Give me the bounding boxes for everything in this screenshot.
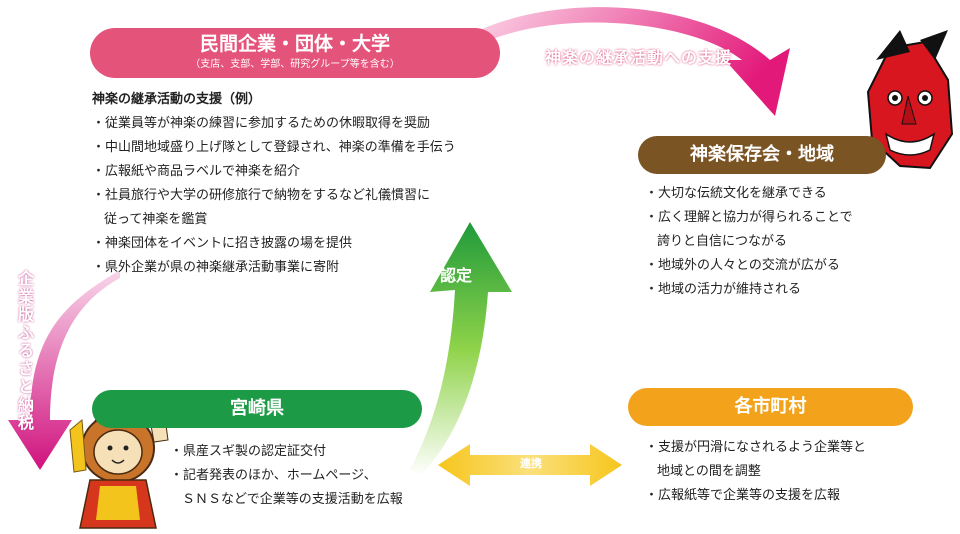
list-item: ・中山間地域盛り上げ隊として登録され、神楽の準備を手伝う [92, 140, 456, 155]
prefecture-list: ・県産スギ製の認定証交付 ・記者発表のほか、ホームページ、 ＳＮＳなどで企業等の… [170, 440, 403, 512]
tax-arrow-label: 企業版ふるさと納税 [18, 269, 35, 432]
list-item: 従って神楽を鑑賞 [104, 212, 208, 227]
support-arrow-label: 神楽の継承活動への支援 [545, 48, 733, 67]
list-item: ・支援が円滑になされるよう企業等と [645, 440, 867, 455]
org-subtitle: （支店、支部、学部、研究グループ等を含む） [190, 59, 400, 70]
org-list-title: 神楽の継承活動の支援（例） [92, 92, 262, 107]
org-title: 民間企業・団体・大学 [199, 33, 390, 55]
list-item: ・県産スギ製の認定証交付 [170, 444, 327, 459]
list-item: ＳＮＳなどで企業等の支援活動を広報 [182, 492, 403, 507]
list-item: 地域との間を調整 [657, 464, 761, 479]
link-arrow-label: 連携 [520, 457, 542, 470]
list-item: ・広報紙や商品ラベルで神楽を紹介 [92, 164, 301, 179]
cert-arrow [410, 222, 512, 476]
list-item: ・地域の活力が維持される [645, 282, 802, 297]
list-item: 誇りと自信につながる [657, 234, 788, 249]
kagura-title: 神楽保存会・地域 [690, 144, 834, 165]
list-item: ・社員旅行や大学の研修旅行で納物をするなど礼儀慣習に [92, 188, 431, 203]
list-item: ・従業員等が神楽の練習に参加するための休暇取得を奨励 [92, 116, 431, 131]
list-item: ・地域外の人々との交流が広がる [645, 258, 840, 273]
list-item: ・神楽団体をイベントに招き披露の場を提供 [92, 236, 353, 251]
list-item: ・広報紙等で企業等の支援を広報 [645, 488, 841, 503]
prefecture-title: 宮崎県 [230, 398, 284, 419]
city-list: ・支援が円滑になされるよう企業等と 地域との間を調整 ・広報紙等で企業等の支援を… [645, 436, 866, 508]
list-item: ・県外企業が県の神楽継承活動事業に寄附 [92, 260, 340, 275]
city-title: 各市町村 [734, 396, 807, 417]
red-mask-icon [866, 30, 954, 170]
list-item: ・記者発表のほか、ホームページ、 [170, 468, 377, 483]
prefecture-box: 宮崎県 [92, 390, 422, 428]
kagura-benefit-list: ・大切な伝統文化を継承できる ・広く理解と協力が得られることで 誇りと自信につな… [645, 182, 853, 302]
cert-arrow-label: 認定 [440, 266, 473, 285]
city-box: 各市町村 [628, 388, 913, 426]
kagura-box: 神楽保存会・地域 [638, 136, 886, 174]
org-box: 民間企業・団体・大学 （支店、支部、学部、研究グループ等を含む） [90, 28, 500, 78]
list-item: ・大切な伝統文化を継承できる [645, 186, 827, 201]
org-support-list: 神楽の継承活動の支援（例） ・従業員等が神楽の練習に参加するための休暇取得を奨励… [92, 88, 456, 280]
tax-arrow [8, 270, 120, 470]
link-arrow [438, 444, 622, 486]
support-arrow [480, 7, 790, 116]
list-item: ・広く理解と協力が得られることで [645, 210, 853, 225]
